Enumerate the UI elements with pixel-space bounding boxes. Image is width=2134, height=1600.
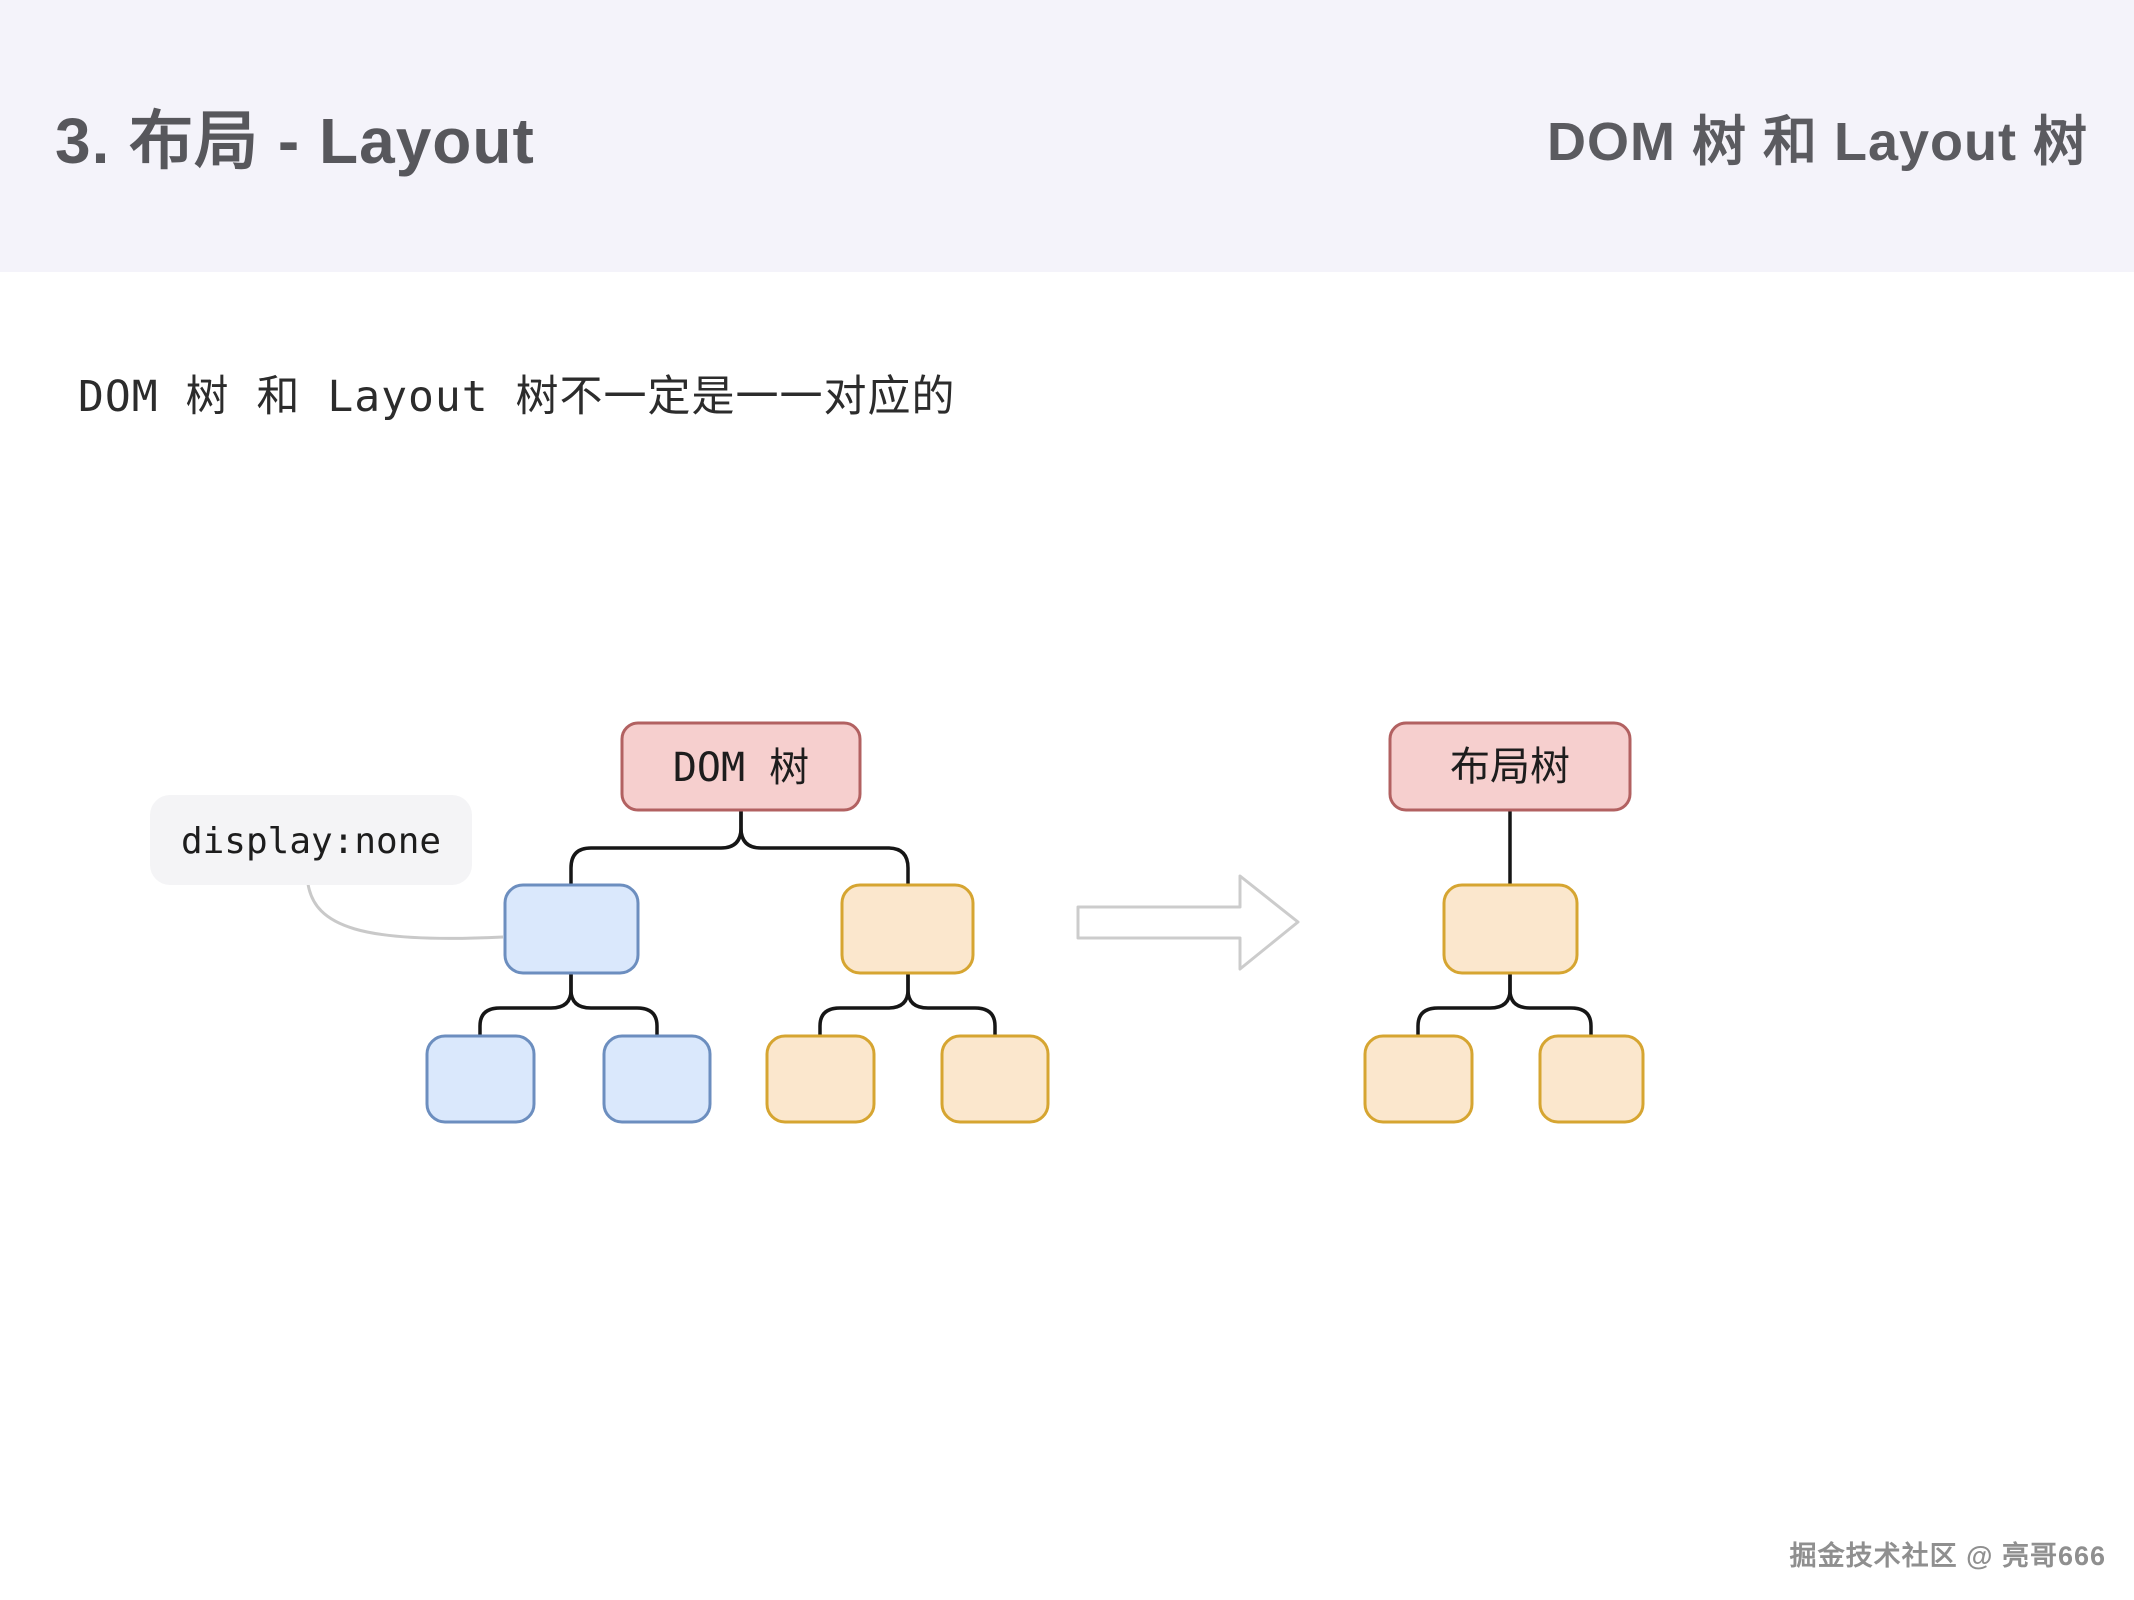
right-arrow-icon [1076, 874, 1300, 971]
header-bar: 3. 布局 - Layout DOM 树 和 Layout 树 [0, 0, 2134, 272]
dom-hidden-node [503, 883, 640, 975]
statement-text: DOM 树 和 Layout 树不一定是一一对应的 [78, 372, 956, 422]
display-none-annotation-label: display:none [181, 821, 441, 862]
orange-nodes [765, 883, 1645, 1124]
layout-tree-root-label: 布局树 [1450, 744, 1570, 790]
dom-hidden-child-node-1 [425, 1034, 536, 1124]
dom-visible-node [840, 883, 975, 975]
root-nodes [620, 721, 1632, 812]
layout-mid-node [1442, 883, 1579, 975]
layout-child-node-1 [1363, 1034, 1474, 1124]
connector-domroot-right [739, 808, 910, 887]
connector-orange-left [818, 971, 910, 1038]
dom-tree-root-node [620, 721, 862, 812]
header-topic: DOM 树 和 Layout 树 [1547, 111, 2088, 172]
connector-blue-left [478, 971, 573, 1038]
watermark-text: 掘金技术社区 @ 亮哥666 [1789, 1541, 2106, 1571]
dom-tree-root-label: DOM 树 [673, 745, 809, 791]
dom-visible-child-node-2 [940, 1034, 1050, 1124]
dom-visible-child-node-1 [765, 1034, 876, 1124]
slide-title: 3. 布局 - Layout [55, 105, 535, 177]
connector-blue-right [569, 971, 659, 1038]
connector-layout-right [1508, 971, 1593, 1038]
dom-hidden-child-node-2 [602, 1034, 712, 1124]
connector-layout-left [1416, 971, 1512, 1038]
blue-nodes [425, 883, 712, 1124]
layout-tree-root-node [1388, 721, 1632, 812]
tree-connectors [478, 808, 1593, 1038]
annotation-leader-line [306, 883, 504, 940]
connector-domroot-left [569, 808, 743, 887]
connector-orange-right [906, 971, 997, 1038]
layout-child-node-2 [1538, 1034, 1645, 1124]
display-none-annotation-box [150, 795, 472, 885]
